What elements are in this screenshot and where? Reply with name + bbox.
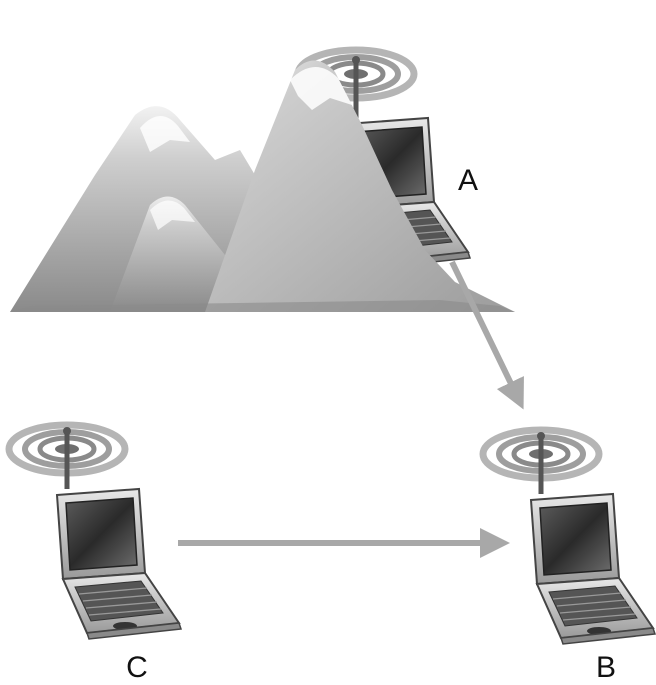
node-c [9,425,181,639]
node-a-label: A [458,164,478,197]
node-c-label: C [126,651,148,684]
node-b [483,430,655,644]
mountain-obstacle [10,60,515,312]
arrow-a-to-b [452,262,517,396]
node-b-label: B [596,651,616,684]
